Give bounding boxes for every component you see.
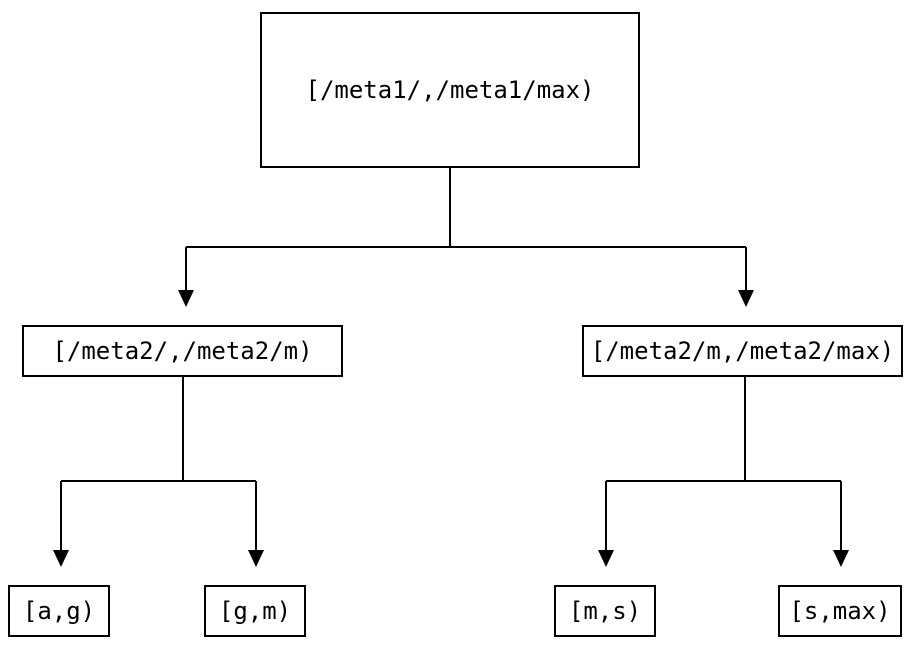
tree-node-label: [g,m) <box>218 597 292 625</box>
tree-node-meta2-left: [/meta2/,/meta2/m) <box>22 325 343 377</box>
root-branch-connector <box>178 168 754 307</box>
tree-node-label: [m,s) <box>568 597 642 625</box>
tree-leaf-a-g: [a,g) <box>8 585 110 637</box>
arrow-down-icon <box>833 550 849 567</box>
tree-leaf-m-s: [m,s) <box>554 585 656 637</box>
tree-node-root: [/meta1/,/meta1/max) <box>260 12 640 168</box>
arrow-down-icon <box>178 290 194 307</box>
tree-node-label: [/meta2/m,/meta2/max) <box>590 337 895 365</box>
right-branch-connector <box>598 377 849 567</box>
left-branch-connector <box>53 377 264 567</box>
tree-node-meta2-right: [/meta2/m,/meta2/max) <box>582 325 903 377</box>
arrow-down-icon <box>53 550 69 567</box>
tree-node-label: [s,max) <box>789 597 891 625</box>
arrow-down-icon <box>738 290 754 307</box>
tree-leaf-g-m: [g,m) <box>204 585 306 637</box>
arrow-down-icon <box>248 550 264 567</box>
tree-node-label: [/meta2/,/meta2/m) <box>52 337 313 365</box>
tree-node-label: [/meta1/,/meta1/max) <box>305 76 595 104</box>
tree-leaf-s-max: [s,max) <box>778 585 902 637</box>
tree-node-label: [a,g) <box>22 597 96 625</box>
arrow-down-icon <box>598 550 614 567</box>
